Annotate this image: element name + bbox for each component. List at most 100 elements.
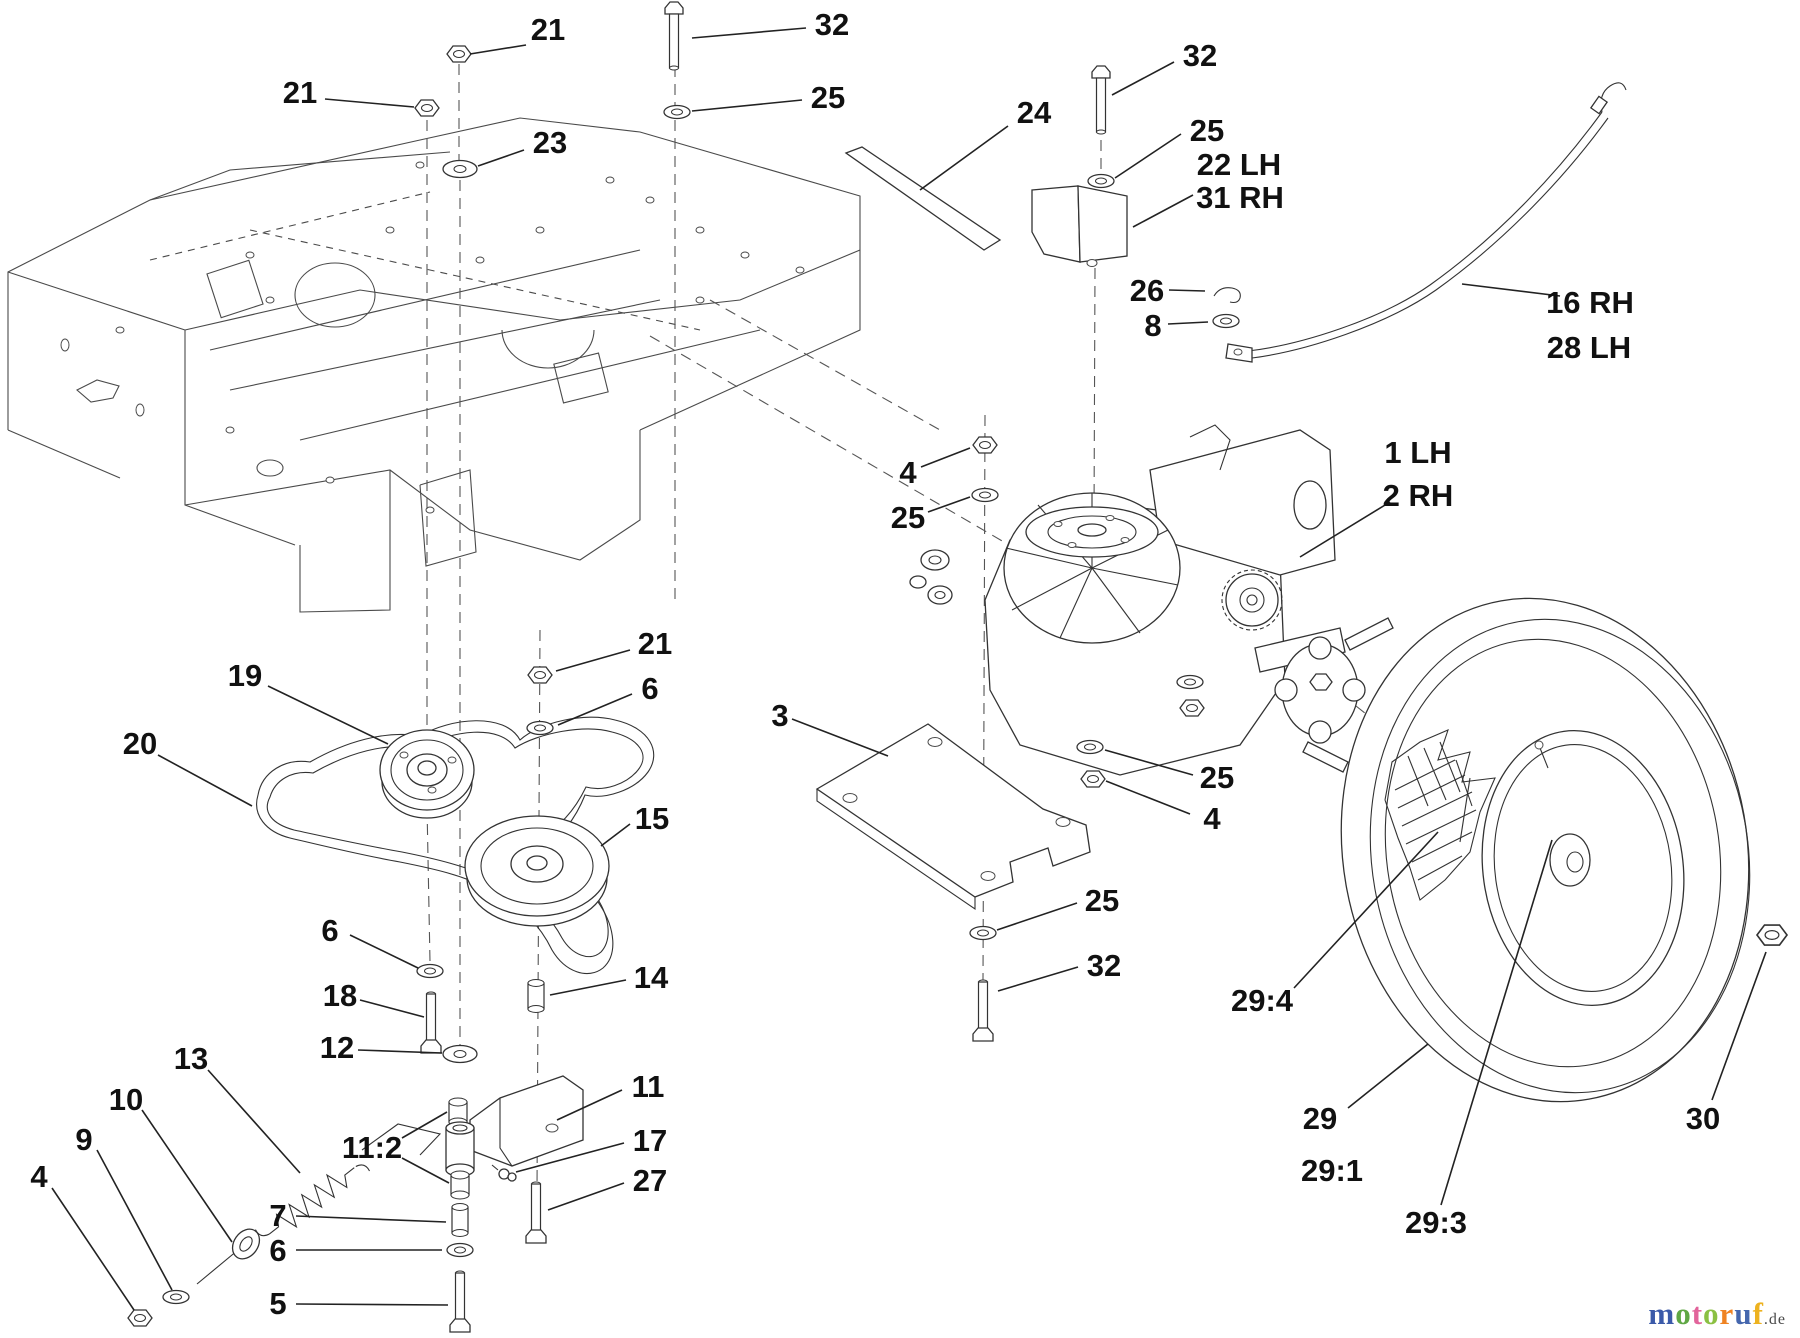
- callout-25-transaxle: 25: [1200, 760, 1234, 795]
- callout-1-lh: 1 LH: [1384, 435, 1451, 470]
- callout-25-top-left: 25: [811, 80, 845, 115]
- logo-letter: m: [1648, 1296, 1676, 1331]
- callout-9: 9: [75, 1122, 92, 1157]
- callout-29-3: 29:3: [1405, 1205, 1467, 1240]
- idler-arm-bracket-11: [469, 1075, 584, 1167]
- bolt-5: [449, 1270, 471, 1333]
- callout-25-plate: 25: [1085, 883, 1119, 918]
- callout-13: 13: [174, 1041, 208, 1076]
- washer-6-pivot: [446, 1242, 474, 1258]
- logo-letter: r: [1719, 1296, 1735, 1331]
- pivot-tube: [445, 1121, 475, 1177]
- eyebolt-10: [196, 1228, 261, 1285]
- callout-23: 23: [533, 125, 567, 160]
- callout-20: 20: [123, 726, 157, 761]
- transaxle-assembly: [909, 424, 1394, 776]
- hardware-parts: [127, 1, 1789, 1333]
- callout-26: 26: [1130, 273, 1164, 308]
- callout-6-idler: 6: [321, 913, 338, 948]
- spacer-7: [451, 1202, 469, 1238]
- callout-32-top-right: 32: [1183, 38, 1217, 73]
- mower-frame-sketch: [7, 117, 861, 613]
- callout-leaders: [51, 27, 1767, 1311]
- callout-18: 18: [323, 978, 357, 1013]
- callout-2-rh: 2 RH: [1383, 478, 1454, 513]
- callout-29-1: 29:1: [1301, 1153, 1363, 1188]
- callout-28-lh: 28 LH: [1547, 330, 1631, 365]
- callout-32-bottom: 32: [1087, 948, 1121, 983]
- callout-30: 30: [1686, 1101, 1720, 1136]
- callout-16-rh: 16 RH: [1546, 285, 1634, 320]
- flange-nut-21-top: [446, 45, 472, 63]
- washer-8: [1212, 313, 1240, 329]
- callout-labels: 21 32 21 25 23 24 32 25 22 LH 31 RH 26 8…: [30, 7, 1720, 1321]
- callout-17: 17: [633, 1123, 667, 1158]
- washer-25-right: [1087, 173, 1115, 189]
- callout-12: 12: [320, 1030, 354, 1065]
- callout-22-lh: 22 LH: [1197, 147, 1281, 182]
- callout-11-2: 11:2: [342, 1130, 402, 1165]
- callout-5: 5: [269, 1286, 286, 1321]
- brake-rod: [1225, 82, 1627, 363]
- bolt-18: [420, 991, 442, 1054]
- callout-21-mid: 21: [638, 626, 672, 661]
- callout-4-upper: 4: [899, 455, 917, 490]
- logo-letter: f: [1752, 1296, 1764, 1331]
- carriage-bolt-32-right: [1091, 65, 1111, 135]
- callout-8: 8: [1144, 308, 1161, 343]
- callout-6-mid: 6: [641, 671, 658, 706]
- logo-letter: o: [1675, 1296, 1692, 1331]
- callout-11: 11: [632, 1069, 665, 1104]
- callout-7: 7: [269, 1198, 286, 1233]
- logo-letter: o: [1703, 1296, 1720, 1331]
- transaxle-input-pulley: [1025, 506, 1159, 558]
- washer-6-idler: [416, 963, 444, 979]
- carriage-bolt-32-left: [664, 1, 684, 71]
- washer-25-left: [663, 104, 691, 120]
- callout-21-left: 21: [283, 75, 317, 110]
- bolt-27: [525, 1181, 547, 1244]
- reduction-gear: [1221, 569, 1283, 631]
- callout-14: 14: [634, 960, 669, 995]
- shield-strip-24: [844, 146, 1002, 251]
- washer-25-plate: [969, 925, 997, 941]
- flange-nut-21-left: [414, 99, 440, 117]
- washer-25-upper: [971, 487, 999, 503]
- bushing-11-2-bottom: [450, 1170, 470, 1200]
- washer-6-mid: [526, 720, 554, 736]
- callout-31-rh: 31 RH: [1196, 180, 1284, 215]
- callout-27: 27: [633, 1163, 667, 1198]
- callout-24: 24: [1017, 95, 1052, 130]
- washer-12: [442, 1044, 478, 1064]
- callout-3: 3: [771, 698, 788, 733]
- idler-pulley: [379, 729, 475, 819]
- logo-suffix: .de: [1763, 1311, 1786, 1328]
- axle-hub: [1274, 617, 1394, 773]
- flange-nut-4-upper: [972, 436, 998, 454]
- rear-wheel: [1340, 597, 1751, 1103]
- belt-guard-bracket-22-31: [1031, 185, 1128, 267]
- bolt-32-bottom: [972, 979, 994, 1042]
- callout-15: 15: [635, 801, 669, 836]
- callout-25-top-right: 25: [1190, 113, 1224, 148]
- callout-21-top: 21: [531, 12, 565, 47]
- transmission-pulley: [464, 815, 610, 927]
- callout-4-bottom: 4: [30, 1159, 48, 1194]
- washer-23: [442, 159, 478, 179]
- lug-nut-30: [1755, 924, 1789, 946]
- flange-nut-21-mid: [527, 666, 553, 684]
- tire-tread-patch: [1384, 729, 1496, 901]
- flange-nut-4-rear: [1179, 699, 1205, 717]
- transaxle-guard-plate: [815, 723, 1091, 911]
- washer-9: [162, 1289, 190, 1305]
- grease-fitting-17: [491, 1164, 517, 1182]
- logo-letter: u: [1734, 1296, 1753, 1331]
- flange-nut-4-bottom: [127, 1309, 153, 1327]
- callout-19: 19: [228, 658, 262, 693]
- washer-25-rear: [1176, 674, 1204, 690]
- motoruf-logo[interactable]: motoruf.de: [1648, 1296, 1786, 1332]
- flange-nut-4-transaxle: [1080, 770, 1106, 788]
- spacer-14: [527, 978, 545, 1014]
